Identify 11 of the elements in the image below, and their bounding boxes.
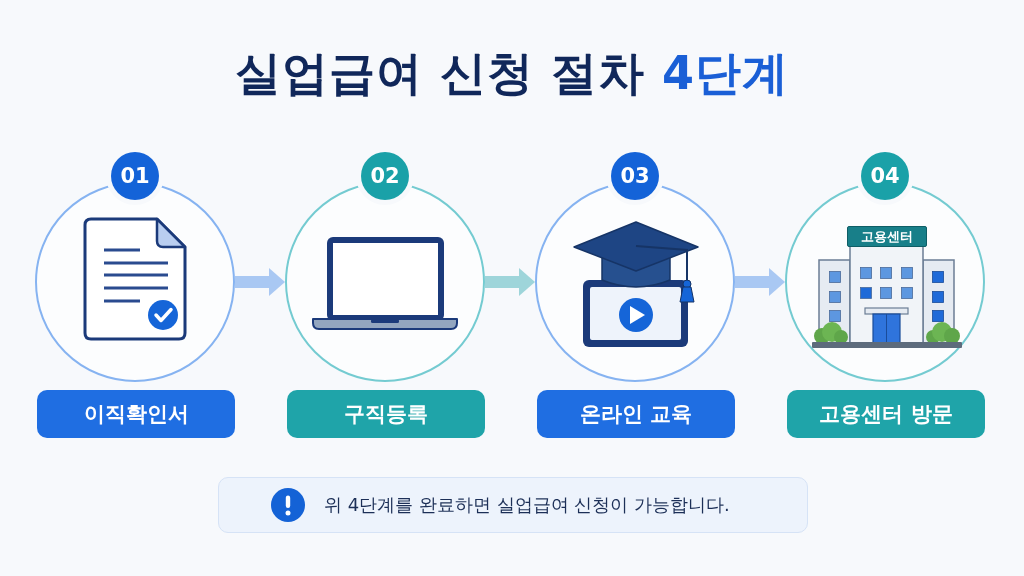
arrow [485,268,535,296]
arrow [735,268,785,296]
step-label: 고용센터 방문 [787,390,985,438]
building-sign: 고용센터 [847,226,927,247]
step-label: 구직등록 [287,390,485,438]
arrow [235,268,285,296]
notice-box [218,477,808,533]
title: 실업급여 신청 절차 4단계 [234,46,790,102]
notice-text: 위 4단계를 완료하면 실업급여 신청이 가능합니다. [324,493,730,517]
step-label: 온라인 교육 [537,390,735,438]
step-label: 이직확인서 [37,390,235,438]
